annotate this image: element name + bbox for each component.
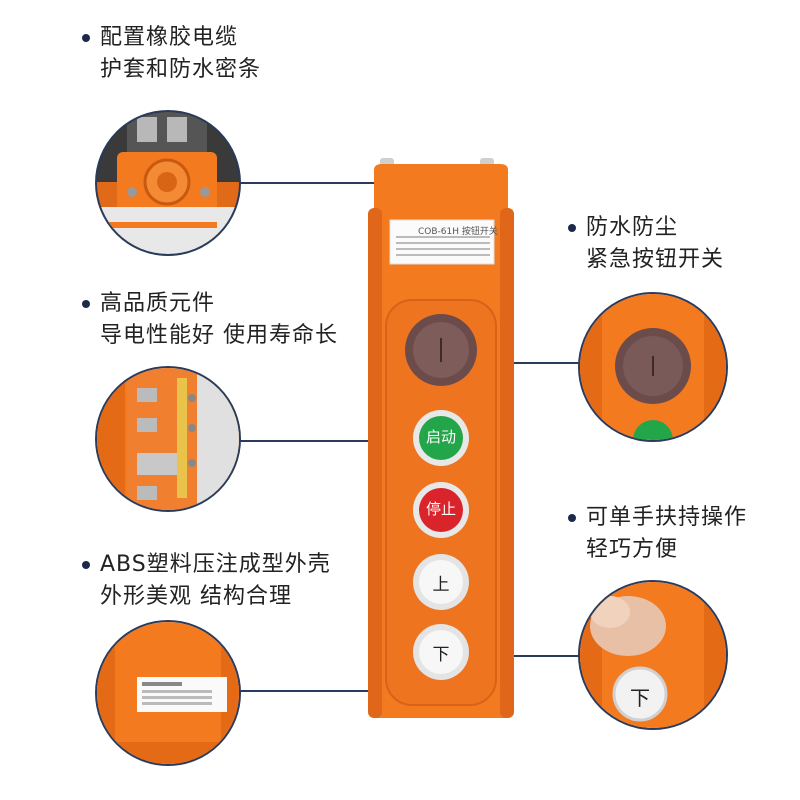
detail-internal-components	[95, 366, 241, 512]
emergency-stop-button[interactable]	[405, 314, 477, 386]
feature-waterproof: 防水防尘 紧急按钮开关	[568, 212, 725, 276]
bullet-dot	[568, 514, 576, 522]
feature-waterproof-line1: 防水防尘	[586, 215, 679, 240]
up-button[interactable]: 上	[432, 575, 450, 595]
feature-handheld-line2: 轻巧方便	[586, 537, 679, 562]
pendant-control: COB-61H 按钮开关 启动 停止 上 下	[368, 158, 514, 723]
feature-handheld: 可单手扶持操作 轻巧方便	[568, 502, 748, 566]
feature-shell-line2: 外形美观 结构合理	[100, 584, 292, 609]
detail-emergency-button	[578, 292, 728, 442]
bullet-dot	[568, 224, 576, 232]
feature-components-line1: 高品质元件	[100, 291, 216, 316]
feature-components: 高品质元件 导电性能好 使用寿命长	[82, 288, 338, 352]
connector-line-components	[230, 440, 370, 442]
feature-components-line2: 导电性能好 使用寿命长	[100, 323, 338, 348]
feature-waterproof-line2: 紧急按钮开关	[586, 247, 725, 272]
feature-shell: ABS塑料压注成型外壳 外形美观 结构合理	[82, 549, 331, 613]
connector-line-shell	[230, 690, 370, 692]
connector-line-handheld	[505, 655, 580, 657]
feature-shell-line1: ABS塑料压注成型外壳	[100, 552, 331, 577]
stop-button[interactable]: 停止	[425, 500, 456, 518]
connector-line-cable	[230, 182, 380, 184]
detail-down-label: 下	[630, 686, 650, 710]
model-suffix: 按钮开关	[461, 227, 498, 237]
start-button[interactable]: 启动	[425, 428, 456, 446]
bullet-dot	[82, 561, 90, 569]
pendant-body	[368, 158, 514, 718]
feature-cable-line1: 配置橡胶电缆	[100, 25, 239, 50]
down-button[interactable]: 下	[432, 645, 450, 665]
feature-cable-line2: 护套和防水密条	[100, 57, 262, 82]
feature-handheld-line1: 可单手扶持操作	[586, 505, 748, 530]
model-label: COB-61H 按钮开关	[418, 224, 498, 237]
detail-hand-operation: 下	[578, 580, 728, 730]
detail-shell	[95, 620, 241, 766]
bullet-dot	[82, 300, 90, 308]
model-code: COB-61H	[418, 227, 460, 237]
connector-line-waterproof	[505, 362, 580, 364]
feature-cable: 配置橡胶电缆 护套和防水密条	[82, 22, 262, 86]
bullet-dot	[82, 34, 90, 42]
detail-cable-gland	[95, 110, 241, 256]
